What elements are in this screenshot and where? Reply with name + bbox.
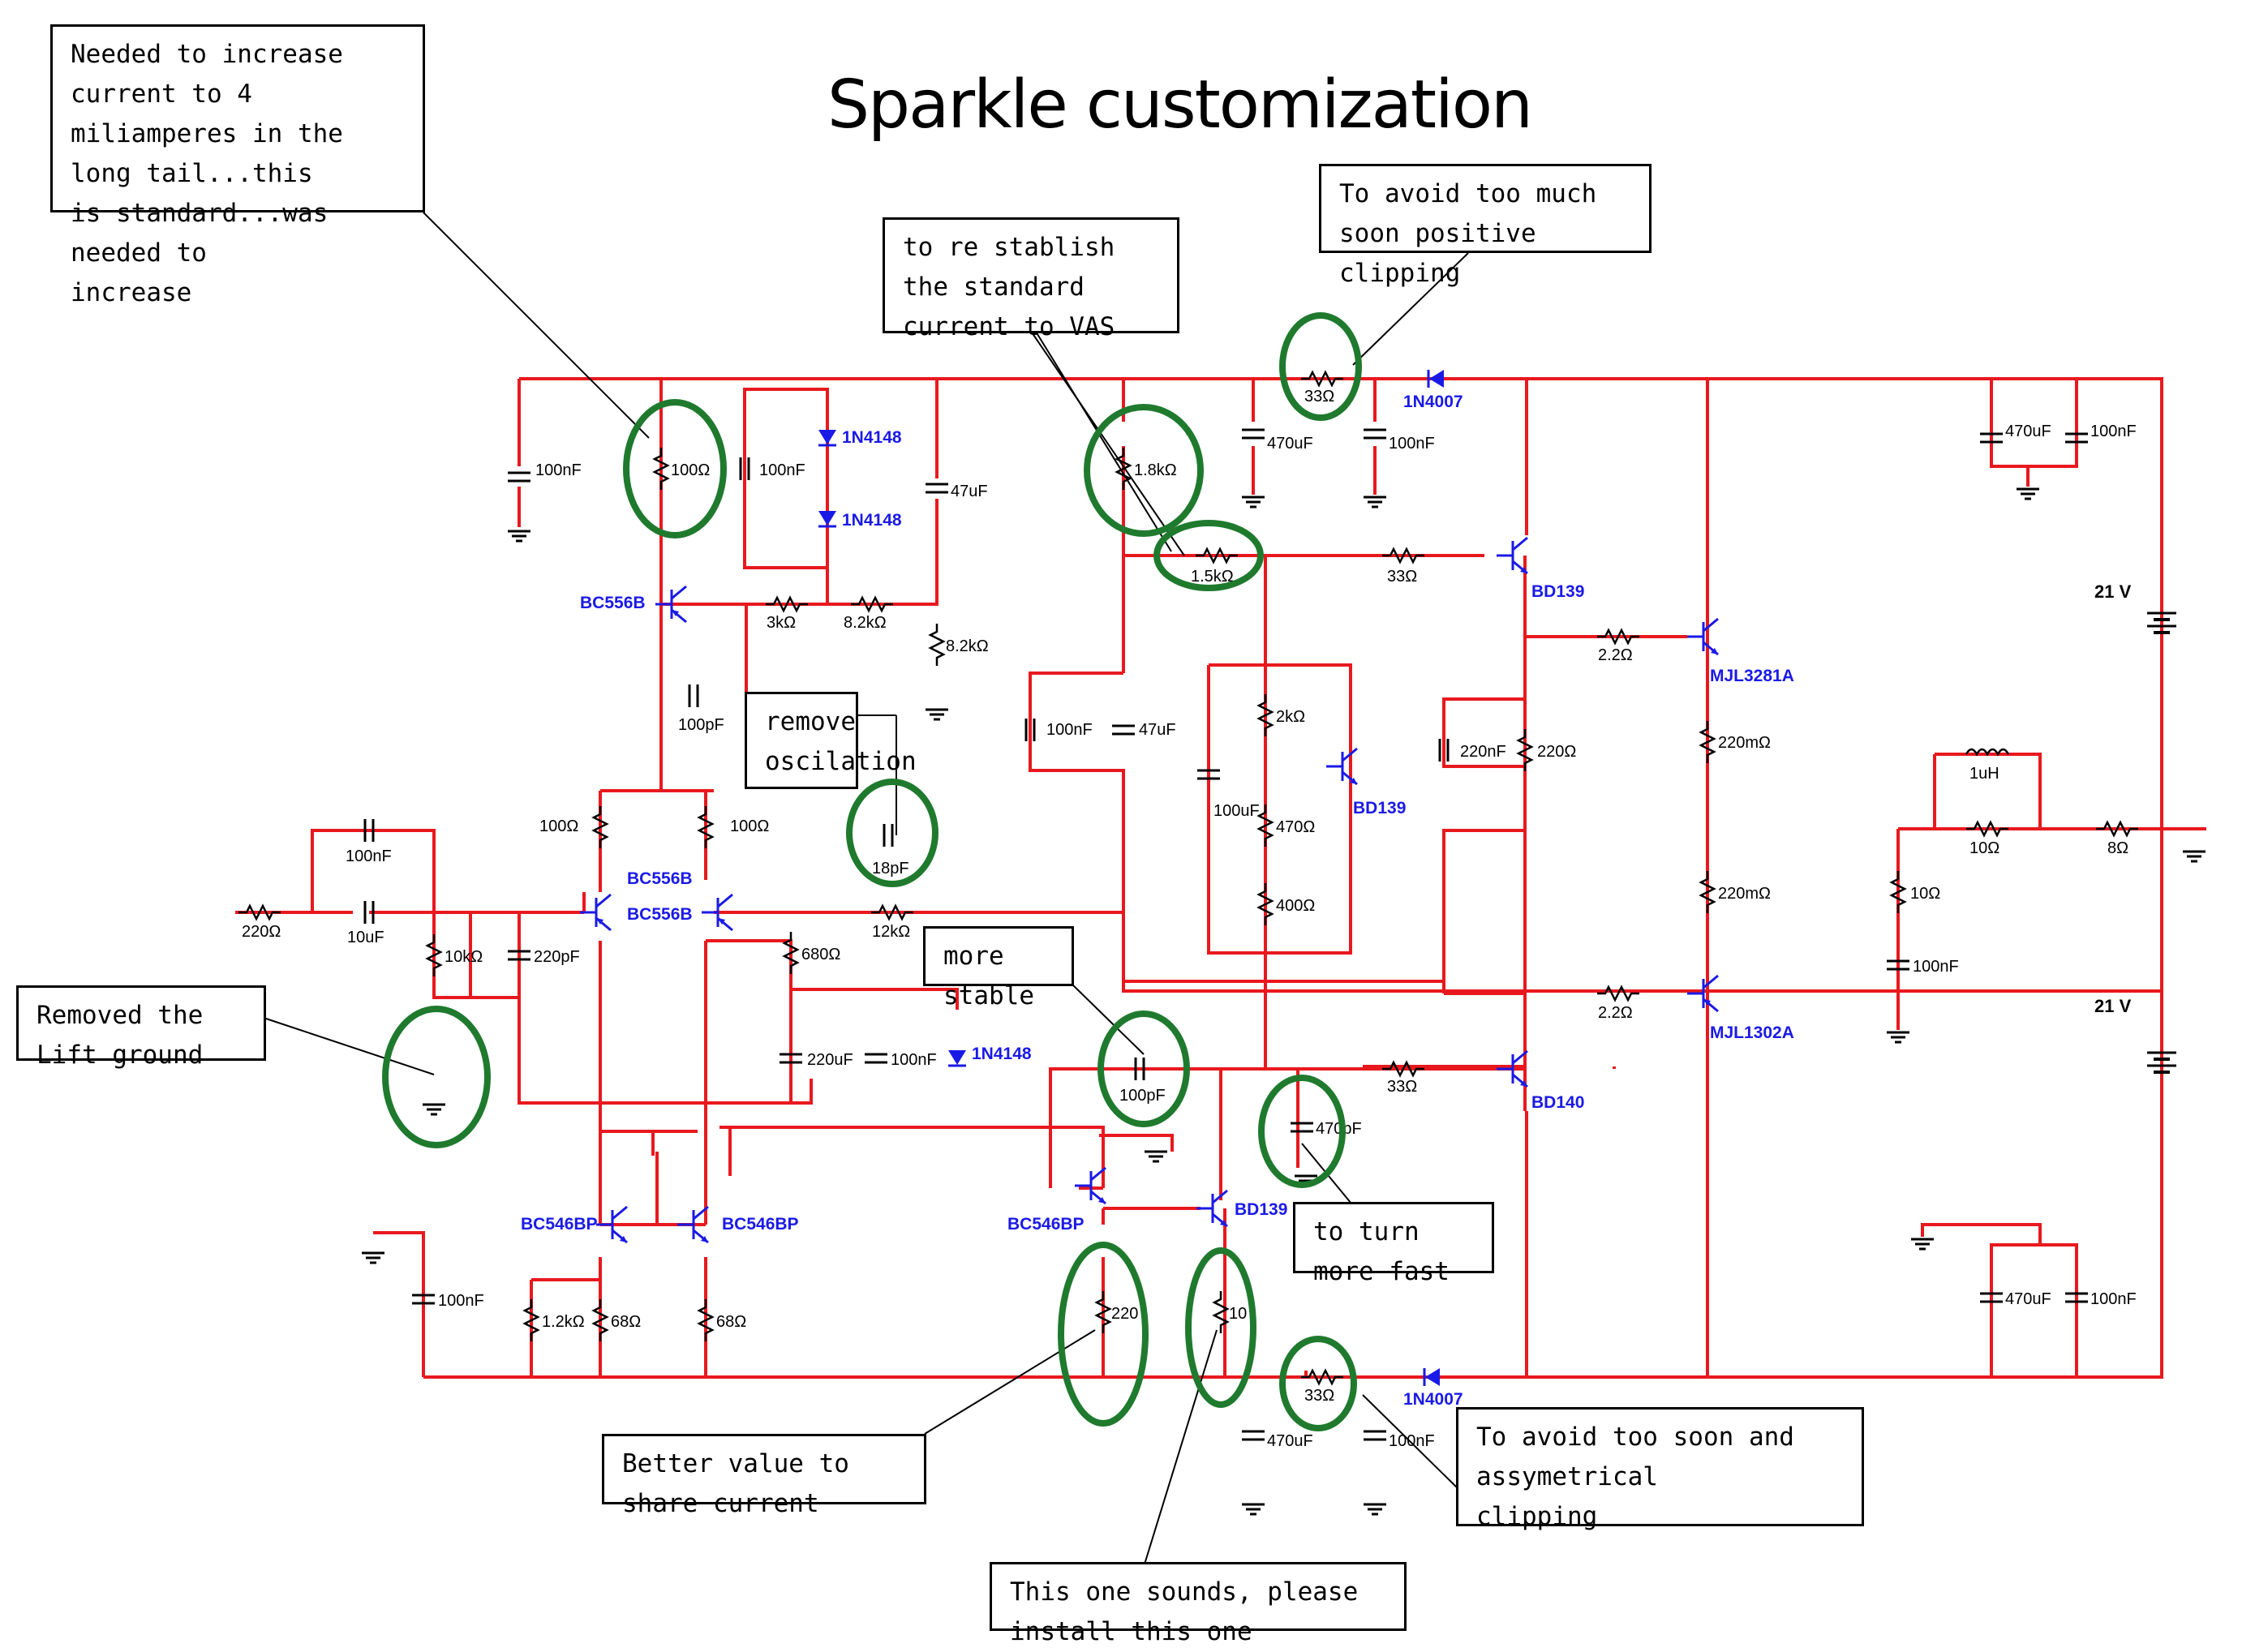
note-assymetrical-clipping: To avoid too soon and assymetrical clipp… — [1456, 1407, 1864, 1531]
note-remove-oscilation: remove oscilation — [745, 692, 917, 789]
label: 100nF — [759, 461, 805, 479]
note-more-stable: more stable — [923, 926, 1074, 1011]
label: 33Ω — [1387, 1078, 1417, 1096]
note-turn-fast: to turn more fast — [1293, 1202, 1494, 1286]
label: 1.2kΩ — [542, 1313, 585, 1331]
label: 8.2kΩ — [844, 614, 887, 632]
label: 18pF — [872, 860, 909, 877]
label: 220pF — [534, 948, 580, 966]
label: 100nF — [891, 1051, 937, 1069]
label: BD139 — [1235, 1200, 1287, 1219]
label: 1uH — [1969, 765, 1999, 783]
label: 21 V — [2094, 996, 2132, 1016]
label: 1.8kΩ — [1134, 461, 1177, 479]
note-long-tail-current: Needed to increase current to 4 miliampe… — [50, 24, 425, 307]
ground-symbols — [360, 487, 2207, 1516]
label: 21 V — [2094, 581, 2132, 602]
label: BC546BP — [521, 1215, 598, 1234]
note-lift-ground: Removed the Lift ground — [16, 985, 266, 1070]
label: 1N4148 — [842, 428, 902, 447]
label: 10kΩ — [445, 948, 483, 966]
label: 100nF — [2090, 1290, 2137, 1308]
label: 220mΩ — [1718, 885, 1771, 903]
note-install-this-one: This one sounds, please install this one — [990, 1562, 1407, 1646]
label: 1N4148 — [972, 1045, 1032, 1063]
label: 220nF — [1460, 743, 1506, 761]
label: BD139 — [1531, 582, 1584, 601]
label: 680Ω — [801, 946, 840, 963]
label: 220uF — [807, 1051, 853, 1069]
component-labels: 100nF 100Ω 100nF 1N4148 1N4148 47uF BC55… — [242, 388, 2137, 1450]
label: BD140 — [1531, 1093, 1584, 1112]
label: 470pF — [1316, 1120, 1362, 1138]
label: 470Ω — [1276, 818, 1315, 836]
label: MJL3281A — [1710, 667, 1794, 685]
label: 1N4007 — [1403, 1390, 1463, 1409]
label: 100uF — [1213, 802, 1260, 820]
label: 3kΩ — [767, 614, 796, 632]
label: 10 — [1229, 1305, 1247, 1323]
components — [237, 368, 2207, 1516]
label: 220 — [1111, 1305, 1138, 1323]
label: 2kΩ — [1276, 708, 1305, 726]
modification-highlights — [382, 312, 1362, 1431]
label: 8.2kΩ — [946, 637, 989, 655]
label: 100nF — [346, 847, 392, 865]
label: 2.2Ω — [1598, 1004, 1633, 1022]
label: 10uF — [347, 929, 384, 946]
label: 1.5kΩ — [1191, 568, 1234, 586]
label: BC556B — [627, 869, 693, 888]
label: BC556B — [580, 594, 646, 612]
label: 100nF — [1389, 1432, 1435, 1450]
label: 100nF — [535, 461, 582, 479]
resistor-100-top — [653, 446, 669, 491]
label: 68Ω — [716, 1313, 746, 1331]
label: 10Ω — [1910, 885, 1940, 903]
label: 100pF — [678, 716, 724, 734]
label: 470uF — [1267, 435, 1313, 453]
label: 12kΩ — [872, 923, 910, 941]
label: MJL1302A — [1710, 1023, 1794, 1042]
label: 1N4007 — [1403, 393, 1463, 411]
label: 10Ω — [1969, 839, 1999, 857]
label: 400Ω — [1276, 897, 1315, 915]
label: 100Ω — [730, 817, 769, 835]
label: 100pF — [1119, 1087, 1166, 1105]
label: 33Ω — [1304, 1387, 1334, 1405]
leader-lines — [263, 212, 1469, 1568]
label: 220Ω — [1537, 743, 1576, 761]
label: 470uF — [2005, 1290, 2051, 1308]
label: 220Ω — [242, 923, 281, 941]
label: 100nF — [2090, 423, 2137, 440]
note-vas-current: to re stablish the standard current to V… — [883, 217, 1179, 341]
label: BD139 — [1353, 799, 1406, 817]
label: BC546BP — [1007, 1215, 1085, 1234]
label: 33Ω — [1304, 388, 1334, 405]
label: 100nF — [1046, 721, 1093, 739]
label: 100Ω — [539, 817, 578, 835]
label: 68Ω — [611, 1313, 641, 1331]
label: 100nF — [438, 1292, 484, 1310]
label: 220mΩ — [1718, 734, 1771, 752]
label: 8Ω — [2107, 839, 2128, 857]
wire-network — [235, 377, 2206, 1379]
label: 100Ω — [671, 461, 710, 479]
label: 33Ω — [1387, 568, 1417, 586]
label: 47uF — [1139, 721, 1176, 739]
label: 1N4148 — [842, 511, 902, 530]
label: 2.2Ω — [1598, 646, 1633, 664]
note-share-current: Better value to share current — [602, 1434, 926, 1518]
label: 100nF — [1389, 435, 1435, 453]
label: BC556B — [627, 905, 693, 924]
note-positive-clipping: To avoid too much soon positive clipping — [1319, 164, 1652, 288]
label: 470uF — [1267, 1432, 1313, 1450]
label: 100nF — [1913, 958, 1959, 976]
label: BC546BP — [722, 1215, 799, 1234]
page-title: Sparkle customization — [827, 67, 1533, 144]
label: 47uF — [951, 483, 988, 500]
label: 470uF — [2005, 423, 2051, 440]
